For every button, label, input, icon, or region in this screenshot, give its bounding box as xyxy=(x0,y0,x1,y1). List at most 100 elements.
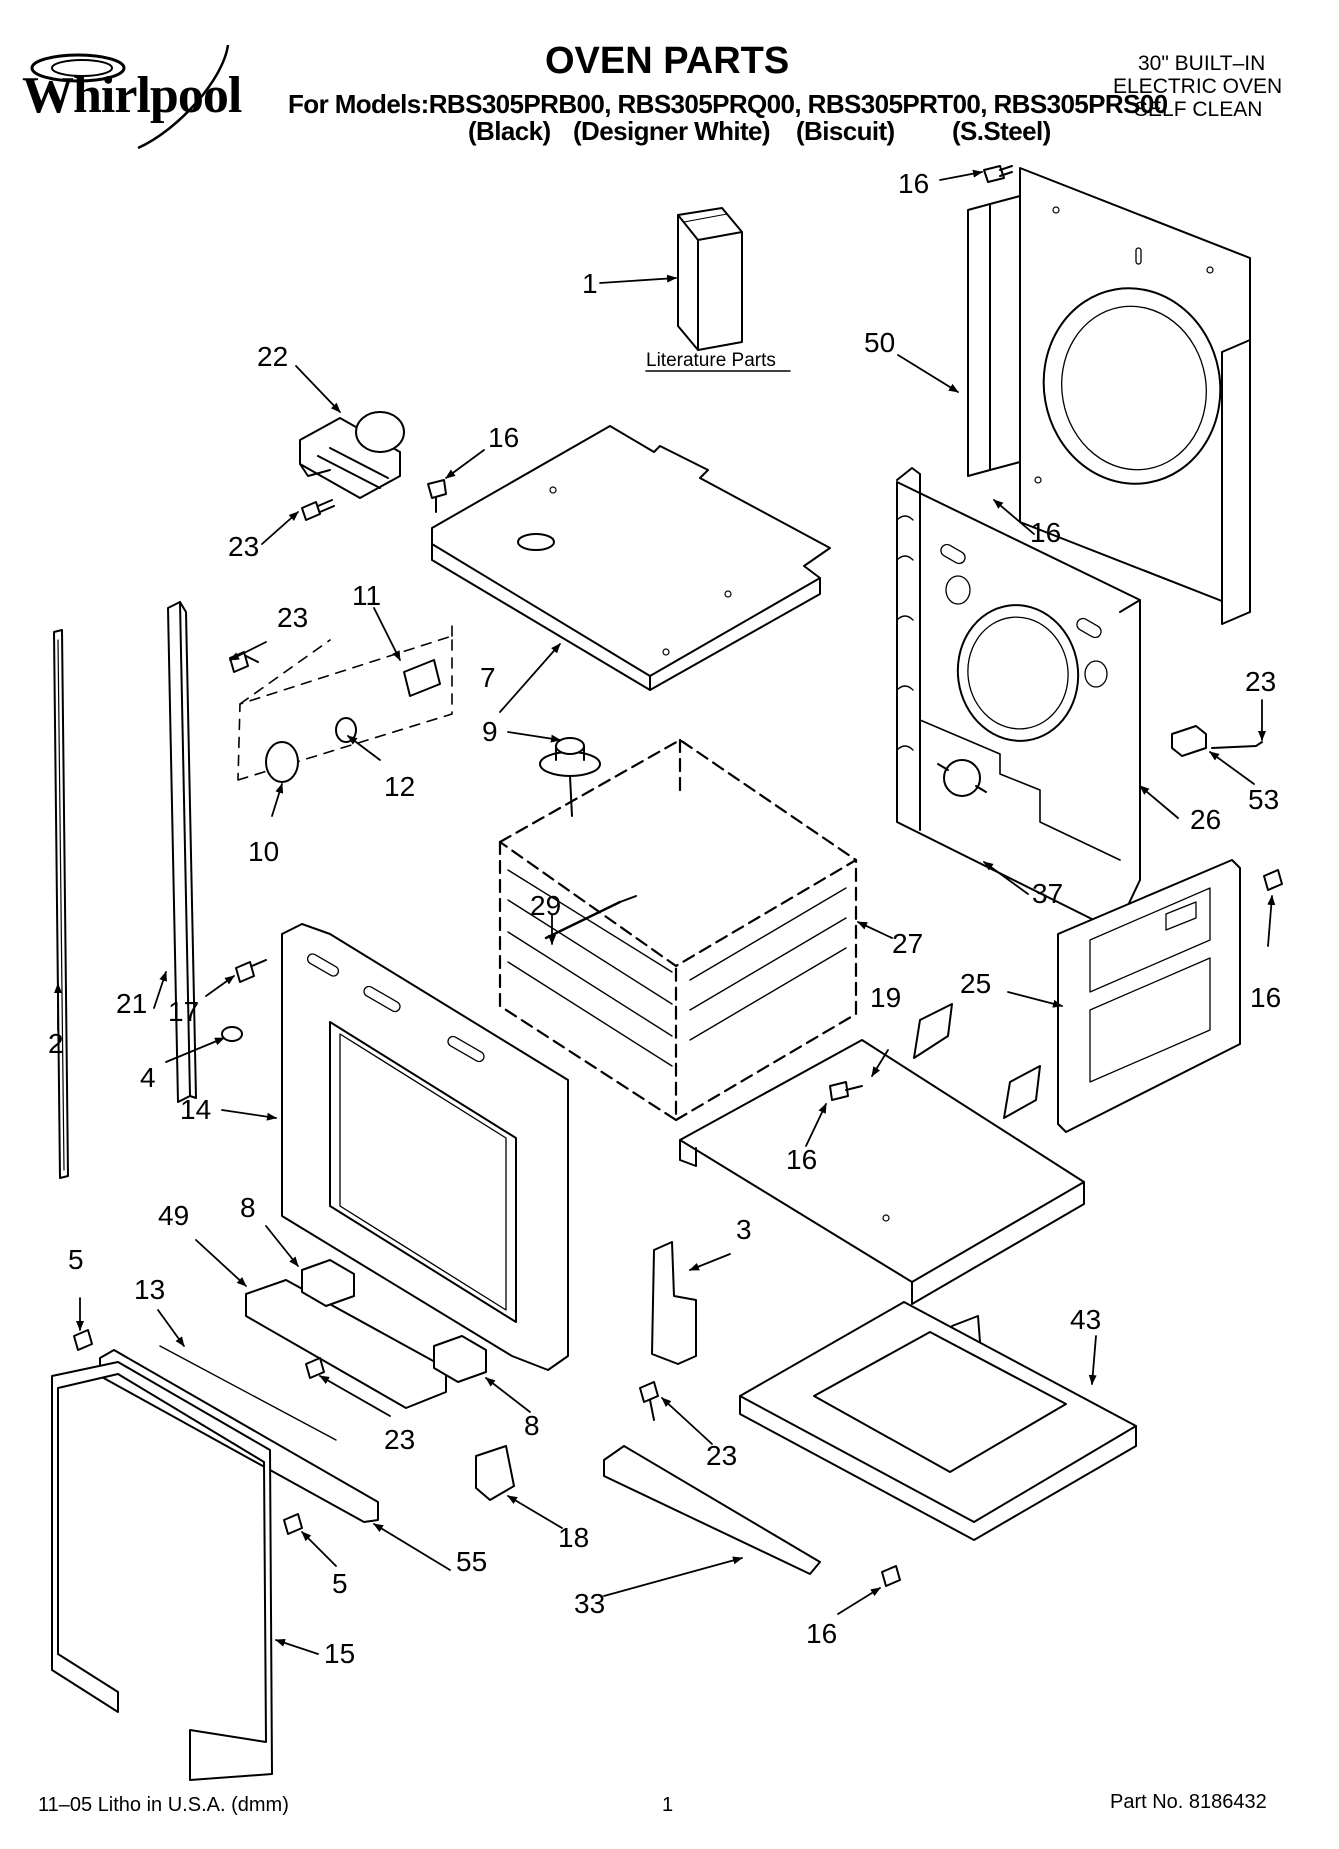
callout-8-a: 8 xyxy=(240,1192,256,1223)
callout-1: 1 xyxy=(582,268,598,299)
callout-10: 10 xyxy=(248,836,280,867)
cavity-rack-guides xyxy=(507,869,847,1067)
callout-7: 7 xyxy=(480,662,496,693)
vent-duct-49 xyxy=(245,1279,447,1409)
bottom-tray xyxy=(739,1301,1137,1541)
models-line: For Models:RBS305PRB00, RBS305PRQ00, RBS… xyxy=(288,89,1168,119)
callout-23-a: 23 xyxy=(228,531,260,562)
callout-16-top: 16 xyxy=(898,168,930,199)
spacer-8-b xyxy=(433,1335,487,1383)
callout-16-a: 16 xyxy=(488,422,520,453)
callout-37: 37 xyxy=(1032,878,1064,909)
vent-9 xyxy=(539,737,601,817)
callout-4: 4 xyxy=(140,1062,156,1093)
callout-8-b: 8 xyxy=(524,1410,540,1441)
panel-33 xyxy=(603,1445,821,1575)
callout-16-e: 16 xyxy=(806,1618,838,1649)
thermal-fuse xyxy=(937,759,987,797)
side-access-panel xyxy=(1057,859,1241,1133)
screw-17 xyxy=(235,959,267,983)
callout-13: 13 xyxy=(134,1274,166,1305)
callout-23-e: 23 xyxy=(706,1440,738,1471)
callout-21: 21 xyxy=(116,988,148,1019)
callout-33: 33 xyxy=(574,1588,606,1619)
oven-front-frame xyxy=(281,923,569,1371)
screw-5-b xyxy=(283,1513,303,1535)
callout-16-b: 16 xyxy=(1030,517,1062,548)
oven-cavity xyxy=(498,738,858,1122)
spacer-8-a xyxy=(301,1259,355,1307)
callout-27: 27 xyxy=(892,928,924,959)
callout-18: 18 xyxy=(558,1522,590,1553)
callout-15: 15 xyxy=(324,1638,356,1669)
bracket-3 xyxy=(651,1241,697,1365)
heat-shield xyxy=(679,1003,1085,1305)
brand-name: Whirlpool xyxy=(22,67,242,124)
screw-23-c xyxy=(639,1381,659,1421)
screw-16-e xyxy=(881,1565,901,1587)
callout-12: 12 xyxy=(384,771,416,802)
control-components xyxy=(237,623,453,783)
callout-5-a: 5 xyxy=(68,1244,84,1275)
product-line-3: SELF CLEAN xyxy=(1134,98,1263,121)
plug-4 xyxy=(221,1026,243,1042)
callout-14: 14 xyxy=(180,1094,212,1125)
callout-49: 49 xyxy=(158,1200,190,1231)
callout-23-d: 23 xyxy=(384,1424,416,1455)
footer-litho: 11–05 Litho in U.S.A. (dmm) xyxy=(38,1794,289,1816)
literature-parts-label: Literature Parts xyxy=(646,350,776,371)
callout-2: 2 xyxy=(48,1028,64,1059)
clip-18 xyxy=(475,1445,515,1501)
literature-booklet xyxy=(677,207,743,351)
callout-23-c: 23 xyxy=(1245,666,1277,697)
side-trim-channel xyxy=(167,601,197,1103)
callout-53: 53 xyxy=(1248,784,1280,815)
logo-swoosh xyxy=(137,44,230,150)
logo-swirl-inner xyxy=(51,59,113,77)
whirlpool-logo: Whirlpool xyxy=(22,44,243,150)
oven-sensor xyxy=(544,895,637,940)
screw-16-top xyxy=(983,165,1013,183)
product-line-1: 30" BUILT–IN xyxy=(1138,52,1266,75)
door-gasket xyxy=(51,1361,273,1781)
screw-16-b xyxy=(427,479,447,513)
color-biscuit: (Biscuit) xyxy=(796,116,895,146)
screw-16-d xyxy=(1263,869,1283,891)
logo-swirl-outer xyxy=(30,53,126,83)
callout-9: 9 xyxy=(482,716,498,747)
callout-23-b: 23 xyxy=(277,602,309,633)
screw-23-a xyxy=(301,499,335,521)
callout-17: 17 xyxy=(168,996,200,1027)
screw-16-c xyxy=(829,1081,863,1101)
screw-5-a xyxy=(73,1329,93,1351)
oven-top-panel xyxy=(431,425,831,691)
callout-19: 19 xyxy=(870,982,902,1013)
rear-panel xyxy=(967,167,1251,625)
footer-part-number: Part No. 8186432 xyxy=(1110,1791,1267,1813)
screw-23-d xyxy=(305,1357,325,1379)
color-designer-white: (Designer White) xyxy=(573,116,771,146)
bracket-53 xyxy=(1171,725,1263,757)
page-title: OVEN PARTS xyxy=(545,40,790,82)
callout-25: 25 xyxy=(960,968,992,999)
footer-page-number: 1 xyxy=(662,1794,674,1816)
callout-55: 55 xyxy=(456,1546,488,1577)
door-latch-assembly xyxy=(299,411,405,499)
side-trim xyxy=(53,629,69,1179)
color-black: (Black) xyxy=(468,116,551,146)
callout-50: 50 xyxy=(864,327,896,358)
color-stainless: (S.Steel) xyxy=(952,116,1051,146)
product-line-2: ELECTRIC OVEN xyxy=(1113,75,1283,98)
callout-22: 22 xyxy=(257,341,289,372)
callout-26: 26 xyxy=(1190,804,1222,835)
callout-5-b: 5 xyxy=(332,1568,348,1599)
callout-43: 43 xyxy=(1070,1304,1102,1335)
callout-16-d: 16 xyxy=(786,1144,818,1175)
callout-3: 3 xyxy=(736,1214,752,1245)
callout-leaders xyxy=(54,169,1276,1655)
callout-29: 29 xyxy=(530,890,562,921)
screw-23-b xyxy=(229,651,259,673)
callout-11: 11 xyxy=(352,580,382,611)
callout-16-c: 16 xyxy=(1250,982,1282,1013)
